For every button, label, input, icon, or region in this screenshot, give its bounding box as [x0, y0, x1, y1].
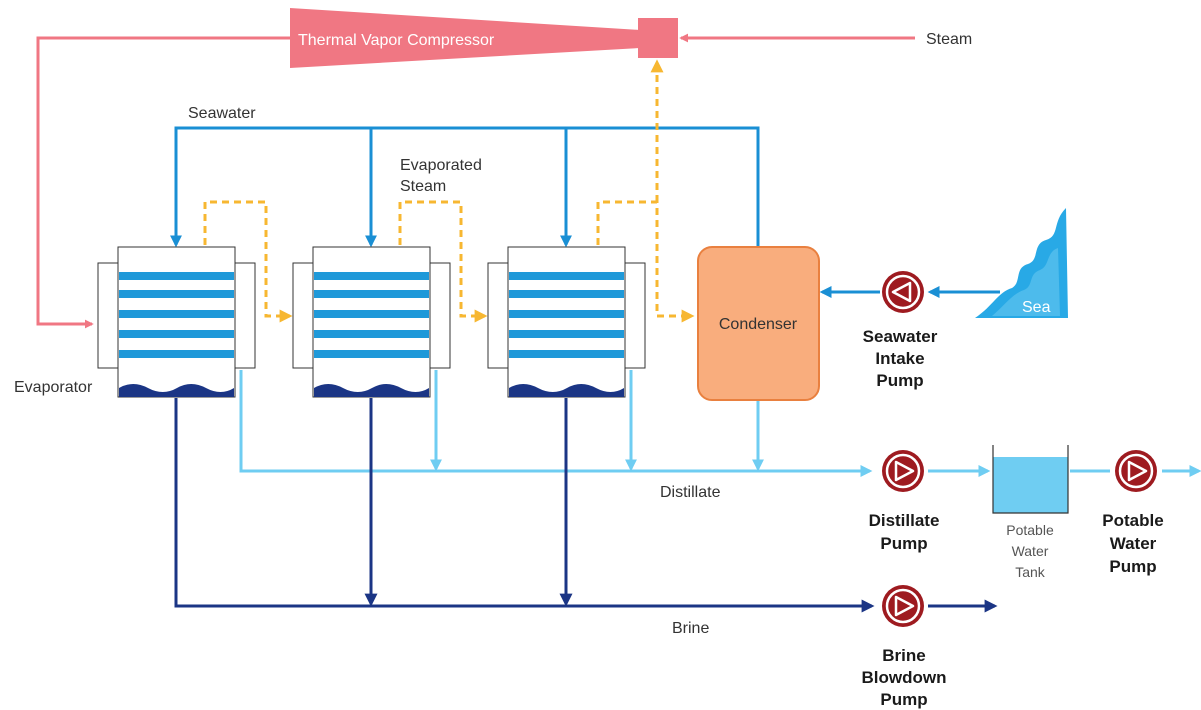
distillate-lines — [239, 370, 1201, 477]
sea-highlight — [992, 248, 1060, 316]
sea-label: Sea — [1022, 299, 1051, 316]
compressor-label: Thermal Vapor Compressor — [298, 32, 495, 49]
potable-water-pump-icon — [1115, 450, 1157, 492]
potable-water-tank — [992, 445, 1069, 514]
brine-label: Brine — [672, 620, 709, 637]
evaporated-steam-2 — [398, 200, 488, 323]
seawater-intake-pump-label-1: Seawater — [863, 327, 938, 346]
distillate-pump-icon — [882, 450, 924, 492]
seawater-lines: Seawater — [170, 105, 1000, 298]
brine-blowdown-pump-label-2: Blowdown — [862, 668, 947, 687]
seawater-intake-pump-icon — [882, 271, 924, 313]
steam-lines: Thermal Vapor Compressor Steam — [36, 8, 972, 329]
evaporated-steam-label-2: Steam — [400, 178, 446, 195]
seawater-label: Seawater — [188, 105, 256, 122]
distillate-main — [239, 370, 873, 477]
brine-blowdown-pump-icon — [882, 585, 924, 627]
condenser-label: Condenser — [719, 316, 798, 333]
tank-label-1: Potable — [1006, 522, 1054, 538]
distillate-label: Distillate — [660, 484, 721, 501]
evaporated-steam-1 — [203, 200, 293, 323]
evaporator-effect-1 — [97, 246, 256, 398]
brine-main — [174, 398, 875, 613]
potable-water-pump-label-2: Water — [1110, 534, 1157, 553]
seawater-intake-pump-label-2: Intake — [875, 349, 924, 368]
tank-label-2: Water — [1012, 543, 1049, 559]
brine-lines — [174, 398, 998, 613]
condenser — [697, 246, 820, 401]
steam-label: Steam — [926, 31, 972, 48]
compressed-steam-line — [36, 36, 290, 329]
evaporator-effect-2 — [292, 246, 451, 398]
distillate-pump-label-2: Pump — [880, 534, 927, 553]
thermal-vapor-compressor — [290, 8, 640, 68]
distillate-pump-label-1: Distillate — [869, 511, 940, 530]
evaporated-steam-label-1: Evaporated — [400, 157, 482, 174]
steam-mixer-box — [638, 18, 678, 58]
brine-blowdown-pump-label-1: Brine — [882, 646, 925, 665]
potable-water-pump-label-3: Pump — [1109, 557, 1156, 576]
evaporator-label: Evaporator — [14, 379, 93, 396]
evaporated-steam-lines — [203, 59, 695, 323]
tank-label-3: Tank — [1015, 564, 1046, 580]
brine-blowdown-pump-label-3: Pump — [880, 690, 927, 709]
evaporator-effect-3 — [487, 246, 646, 398]
seawater-header — [170, 126, 760, 248]
potable-water-pump-label-1: Potable — [1102, 511, 1163, 530]
seawater-intake-pump-label-3: Pump — [876, 371, 923, 390]
